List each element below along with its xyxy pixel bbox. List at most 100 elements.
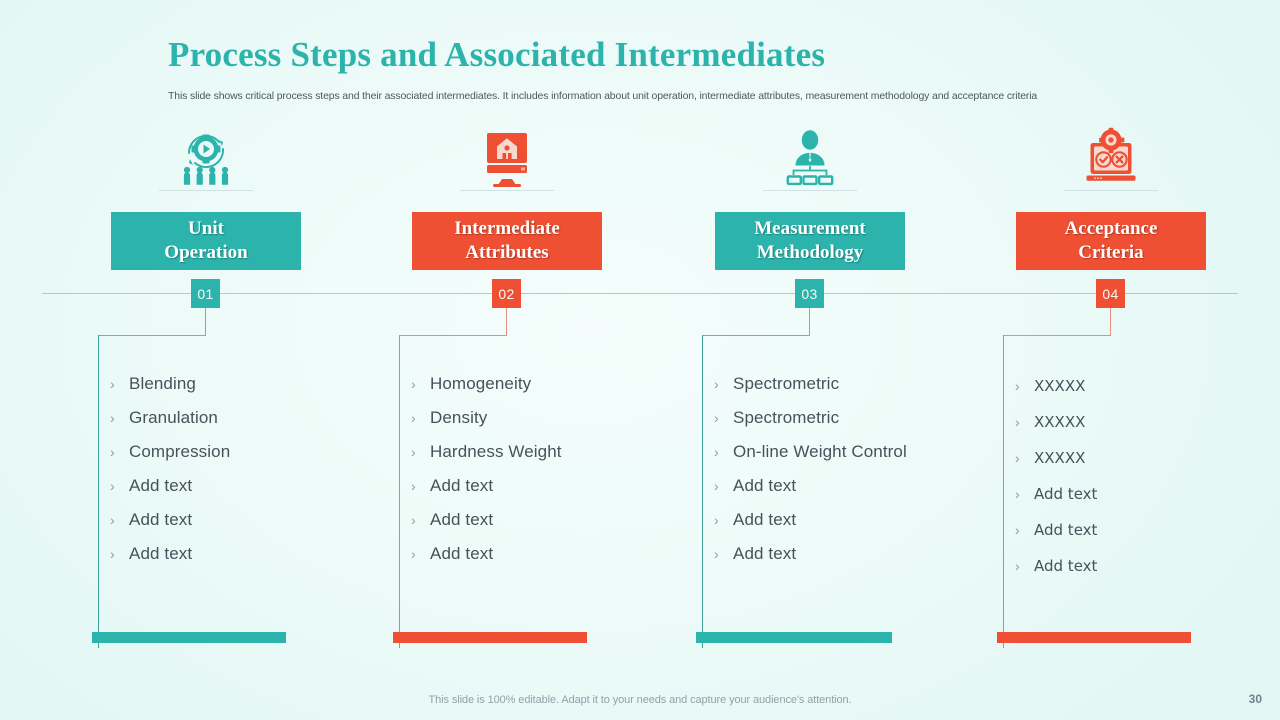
chevron-right-icon: › <box>1015 486 1020 502</box>
list-item[interactable]: › Density <box>411 408 671 428</box>
card-bottom-bar-1 <box>92 632 286 643</box>
step-badge-4: 04 <box>1096 279 1125 308</box>
step-badge-3: 03 <box>795 279 824 308</box>
step-badge-2: 02 <box>492 279 521 308</box>
chevron-right-icon: › <box>714 410 719 426</box>
list-item-label: Add text <box>129 510 193 529</box>
column-header-2[interactable]: Intermediate Attributes <box>412 212 602 270</box>
list-item[interactable]: › Add text <box>411 476 671 496</box>
list-item[interactable]: › Spectrometric <box>714 374 974 394</box>
column-header-3[interactable]: Measurement Methodology <box>715 212 905 270</box>
list-item-label: Add text <box>733 544 797 563</box>
column-header-1-line1: Unit <box>188 218 224 239</box>
process-column-4: Acceptance Criteria 04 › XXXXX › XXXXX ›… <box>951 0 1271 720</box>
list-item-label: Hardness Weight <box>430 442 562 461</box>
list-item-label: Homogeneity <box>430 374 532 393</box>
list-item[interactable]: › XXXXX <box>1015 448 1275 468</box>
list-item[interactable]: › Add text <box>1015 484 1275 504</box>
page-subtitle: This slide shows critical process steps … <box>168 90 1038 102</box>
connector-horizontal-3 <box>703 335 810 337</box>
list-item-label: Add text <box>1034 521 1098 539</box>
column-header-2-line1: Intermediate <box>454 218 560 239</box>
card-bottom-bar-2 <box>393 632 587 643</box>
list-item-label: Add text <box>129 476 193 495</box>
list-item[interactable]: › Spectrometric <box>714 408 974 428</box>
chevron-right-icon: › <box>411 410 416 426</box>
gear-people-icon <box>46 126 366 188</box>
list-item[interactable]: › Add text <box>411 544 671 564</box>
footer-note: This slide is 100% editable. Adapt it to… <box>428 694 852 706</box>
connector-horizontal-2 <box>400 335 507 337</box>
process-column-1: Unit Operation 01 › Blending › Granulati… <box>46 0 366 720</box>
connector-horizontal-1 <box>99 335 206 337</box>
card-bottom-bar-4 <box>997 632 1191 643</box>
list-item-label: XXXXX <box>1034 449 1086 467</box>
chevron-right-icon: › <box>411 376 416 392</box>
column-header-4[interactable]: Acceptance Criteria <box>1016 212 1206 270</box>
list-item[interactable]: › Add text <box>1015 520 1275 540</box>
list-item-label: Add text <box>733 510 797 529</box>
chevron-right-icon: › <box>714 512 719 528</box>
chevron-right-icon: › <box>110 512 115 528</box>
chevron-right-icon: › <box>1015 450 1020 466</box>
chevron-right-icon: › <box>411 478 416 494</box>
list-item-label: Add text <box>430 544 494 563</box>
content-card-4 <box>1003 335 1215 648</box>
list-item-label: Add text <box>430 476 494 495</box>
card-bottom-bar-3 <box>696 632 892 643</box>
item-list-1: › Blending › Granulation › Compression ›… <box>110 374 370 578</box>
list-item[interactable]: › Compression <box>110 442 370 462</box>
monitor-house-icon <box>347 126 667 188</box>
chevron-right-icon: › <box>1015 522 1020 538</box>
column-header-1[interactable]: Unit Operation <box>111 212 301 270</box>
list-item-label: Add text <box>129 544 193 563</box>
list-item[interactable]: › Blending <box>110 374 370 394</box>
column-header-1-line2: Operation <box>164 242 248 263</box>
list-item[interactable]: › XXXXX <box>1015 412 1275 432</box>
list-item-label: XXXXX <box>1034 413 1086 431</box>
chevron-right-icon: › <box>714 546 719 562</box>
item-list-3: › Spectrometric › Spectrometric › On-lin… <box>714 374 974 578</box>
list-item[interactable]: › Add text <box>110 476 370 496</box>
list-item[interactable]: › Add text <box>714 476 974 496</box>
list-item[interactable]: › Add text <box>110 544 370 564</box>
chevron-right-icon: › <box>714 376 719 392</box>
list-item[interactable]: › Add text <box>714 544 974 564</box>
connector-vertical-3 <box>809 308 811 336</box>
list-item-label: Add text <box>733 476 797 495</box>
column-header-4-line1: Acceptance <box>1064 218 1158 239</box>
chevron-right-icon: › <box>1015 558 1020 574</box>
item-list-2: › Homogeneity › Density › Hardness Weigh… <box>411 374 671 578</box>
list-item[interactable]: › Add text <box>714 510 974 530</box>
list-item[interactable]: › XXXXX <box>1015 376 1275 396</box>
chevron-right-icon: › <box>714 478 719 494</box>
step-badge-1: 01 <box>191 279 220 308</box>
content-card-2 <box>399 335 611 648</box>
process-column-2: Intermediate Attributes 02 › Homogeneity… <box>347 0 667 720</box>
list-item-label: On-line Weight Control <box>733 442 907 461</box>
chevron-right-icon: › <box>1015 414 1020 430</box>
content-card-1 <box>98 335 310 648</box>
list-item[interactable]: › On-line Weight Control <box>714 442 974 462</box>
column-header-3-line1: Measurement <box>754 218 866 239</box>
chevron-right-icon: › <box>411 512 416 528</box>
list-item[interactable]: › Add text <box>411 510 671 530</box>
list-item[interactable]: › Homogeneity <box>411 374 671 394</box>
chevron-right-icon: › <box>411 546 416 562</box>
list-item[interactable]: › Hardness Weight <box>411 442 671 462</box>
list-item[interactable]: › Granulation <box>110 408 370 428</box>
list-item-label: Spectrometric <box>733 374 840 393</box>
list-item-label: Add text <box>430 510 494 529</box>
list-item[interactable]: › Add text <box>110 510 370 530</box>
icon-divider-3 <box>763 190 857 191</box>
chevron-right-icon: › <box>110 376 115 392</box>
column-header-2-line2: Attributes <box>465 242 549 263</box>
list-item-label: Blending <box>129 374 196 393</box>
content-card-3 <box>702 335 954 648</box>
laptop-check-cross-icon <box>951 126 1271 188</box>
list-item-label: Density <box>430 408 488 427</box>
connector-horizontal-4 <box>1004 335 1111 337</box>
list-item-label: Granulation <box>129 408 218 427</box>
list-item[interactable]: › Add text <box>1015 556 1275 576</box>
